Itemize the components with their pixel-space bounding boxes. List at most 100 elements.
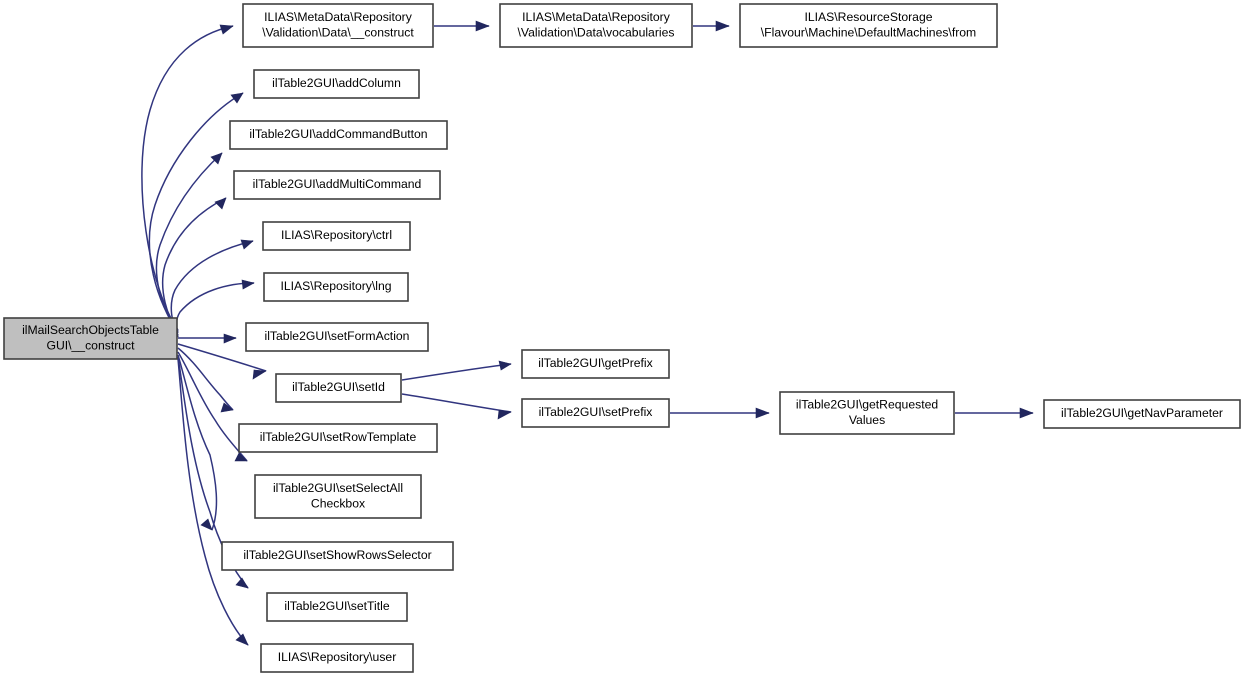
node-label: ILIAS\Repository\ctrl <box>281 228 392 242</box>
node-box[interactable] <box>521 349 670 379</box>
edge-line <box>177 358 249 646</box>
node-box[interactable] <box>242 3 434 48</box>
edge-line <box>161 197 227 334</box>
arrowhead-icon <box>497 409 512 420</box>
graph-node-vocabularies[interactable]: ILIAS\MetaData\Repository\Validation\Dat… <box>499 3 693 48</box>
node-label: ilTable2GUI\setSelectAll <box>273 481 403 495</box>
node-label: ilTable2GUI\getPrefix <box>538 356 652 370</box>
graph-node-mdconstruct[interactable]: ILIAS\MetaData\Repository\Validation\Dat… <box>242 3 434 48</box>
edge-line <box>401 363 512 381</box>
graph-node-user[interactable]: ILIAS\Repository\user <box>260 643 414 673</box>
node-box[interactable] <box>521 398 670 428</box>
graph-node-setShowRowsSelector[interactable]: ilTable2GUI\setShowRowsSelector <box>221 541 454 571</box>
node-box[interactable] <box>253 69 420 99</box>
arrowhead-icon <box>475 20 490 32</box>
node-box[interactable] <box>3 317 178 360</box>
edge-root-to-setShowRowsSelector <box>177 354 218 531</box>
arrowhead-icon <box>241 279 255 290</box>
node-box[interactable] <box>266 592 408 622</box>
nodes-layer: ilMailSearchObjectsTableGUI\__constructI… <box>3 3 1241 673</box>
edge-line <box>170 240 254 336</box>
graph-node-setTitle[interactable]: ilTable2GUI\setTitle <box>266 592 408 622</box>
node-label: \Flavour\Machine\DefaultMachines\from <box>761 25 976 39</box>
edge-root-to-setId <box>177 343 267 380</box>
graph-node-getNavParameter[interactable]: ilTable2GUI\getNavParameter <box>1043 399 1241 429</box>
edge-root-to-setFormAction <box>178 333 237 344</box>
edge-line <box>177 354 218 531</box>
arrowhead-icon <box>755 407 770 419</box>
edge-line <box>177 347 234 411</box>
graph-node-defaultmachines[interactable]: ILIAS\ResourceStorage\Flavour\Machine\De… <box>739 3 998 48</box>
node-label: Checkbox <box>311 496 365 510</box>
arrowhead-icon <box>240 239 254 250</box>
arrowhead-icon <box>498 360 512 371</box>
node-box[interactable] <box>229 120 448 150</box>
graph-node-setFormAction[interactable]: ilTable2GUI\setFormAction <box>245 322 429 352</box>
arrowhead-icon <box>223 333 237 344</box>
edge-line <box>175 282 255 338</box>
node-label: ilTable2GUI\addColumn <box>272 76 401 90</box>
arrowhead-icon <box>234 452 248 462</box>
edge-line <box>155 152 223 333</box>
node-label: \Validation\Data\vocabularies <box>518 25 675 39</box>
node-box[interactable] <box>262 221 411 251</box>
node-label: ILIAS\Repository\lng <box>280 279 391 293</box>
node-box[interactable] <box>779 391 955 435</box>
node-label: ilTable2GUI\setShowRowsSelector <box>243 548 431 562</box>
edge-root-to-ctrl <box>170 239 254 336</box>
node-label: ilTable2GUI\setTitle <box>284 599 389 613</box>
edge-root-to-user <box>177 358 249 646</box>
node-box[interactable] <box>221 541 454 571</box>
arrowhead-icon <box>1019 407 1034 419</box>
arrowhead-icon <box>200 518 213 531</box>
edge-setPrefix-to-getRequestedValues <box>670 407 770 419</box>
node-label: ilTable2GUI\setPrefix <box>539 405 653 419</box>
node-label: Values <box>849 413 885 427</box>
edge-vocabularies-to-defaultmachines <box>693 20 730 32</box>
graph-node-setRowTemplate[interactable]: ilTable2GUI\setRowTemplate <box>238 423 438 453</box>
node-label: ilTable2GUI\setRowTemplate <box>260 430 417 444</box>
node-label: ilTable2GUI\setFormAction <box>265 329 410 343</box>
arrowhead-icon <box>219 24 234 35</box>
arrowhead-icon <box>210 152 223 165</box>
arrowhead-icon <box>252 369 267 380</box>
node-label: ILIAS\ResourceStorage <box>804 10 932 24</box>
node-box[interactable] <box>238 423 438 453</box>
node-box[interactable] <box>245 322 429 352</box>
node-box[interactable] <box>275 373 402 403</box>
graph-node-addMultiCommand[interactable]: ilTable2GUI\addMultiCommand <box>233 170 441 200</box>
node-label: \Validation\Data\__construct <box>262 25 414 39</box>
graph-node-addColumn[interactable]: ilTable2GUI\addColumn <box>253 69 420 99</box>
arrowhead-icon <box>214 197 227 210</box>
node-label: ilMailSearchObjectsTable <box>22 323 159 337</box>
graph-node-addCommandButton[interactable]: ilTable2GUI\addCommandButton <box>229 120 448 150</box>
node-label: GUI\__construct <box>46 338 135 352</box>
node-box[interactable] <box>254 474 422 519</box>
edge-getRequestedValues-to-getNavParameter <box>955 407 1034 419</box>
node-label: ilTable2GUI\addCommandButton <box>249 127 427 141</box>
node-box[interactable] <box>1043 399 1241 429</box>
node-box[interactable] <box>263 272 409 302</box>
node-label: ILIAS\MetaData\Repository <box>522 10 671 24</box>
graph-node-ctrl[interactable]: ILIAS\Repository\ctrl <box>262 221 411 251</box>
edge-mdconstruct-to-vocabularies <box>434 20 490 32</box>
edge-root-to-lng <box>175 279 255 338</box>
edge-setId-to-setPrefix <box>401 393 512 420</box>
graph-node-setPrefix[interactable]: ilTable2GUI\setPrefix <box>521 398 670 428</box>
graph-node-setId[interactable]: ilTable2GUI\setId <box>275 373 402 403</box>
node-box[interactable] <box>739 3 998 48</box>
node-label: ILIAS\Repository\user <box>278 650 397 664</box>
node-box[interactable] <box>260 643 414 673</box>
edge-setId-to-getPrefix <box>401 360 512 381</box>
edge-line <box>148 92 244 332</box>
arrowhead-icon <box>235 633 249 646</box>
graph-node-lng[interactable]: ILIAS\Repository\lng <box>263 272 409 302</box>
edge-root-to-addColumn <box>148 92 244 332</box>
node-box[interactable] <box>233 170 441 200</box>
node-box[interactable] <box>499 3 693 48</box>
graph-node-getPrefix[interactable]: ilTable2GUI\getPrefix <box>521 349 670 379</box>
